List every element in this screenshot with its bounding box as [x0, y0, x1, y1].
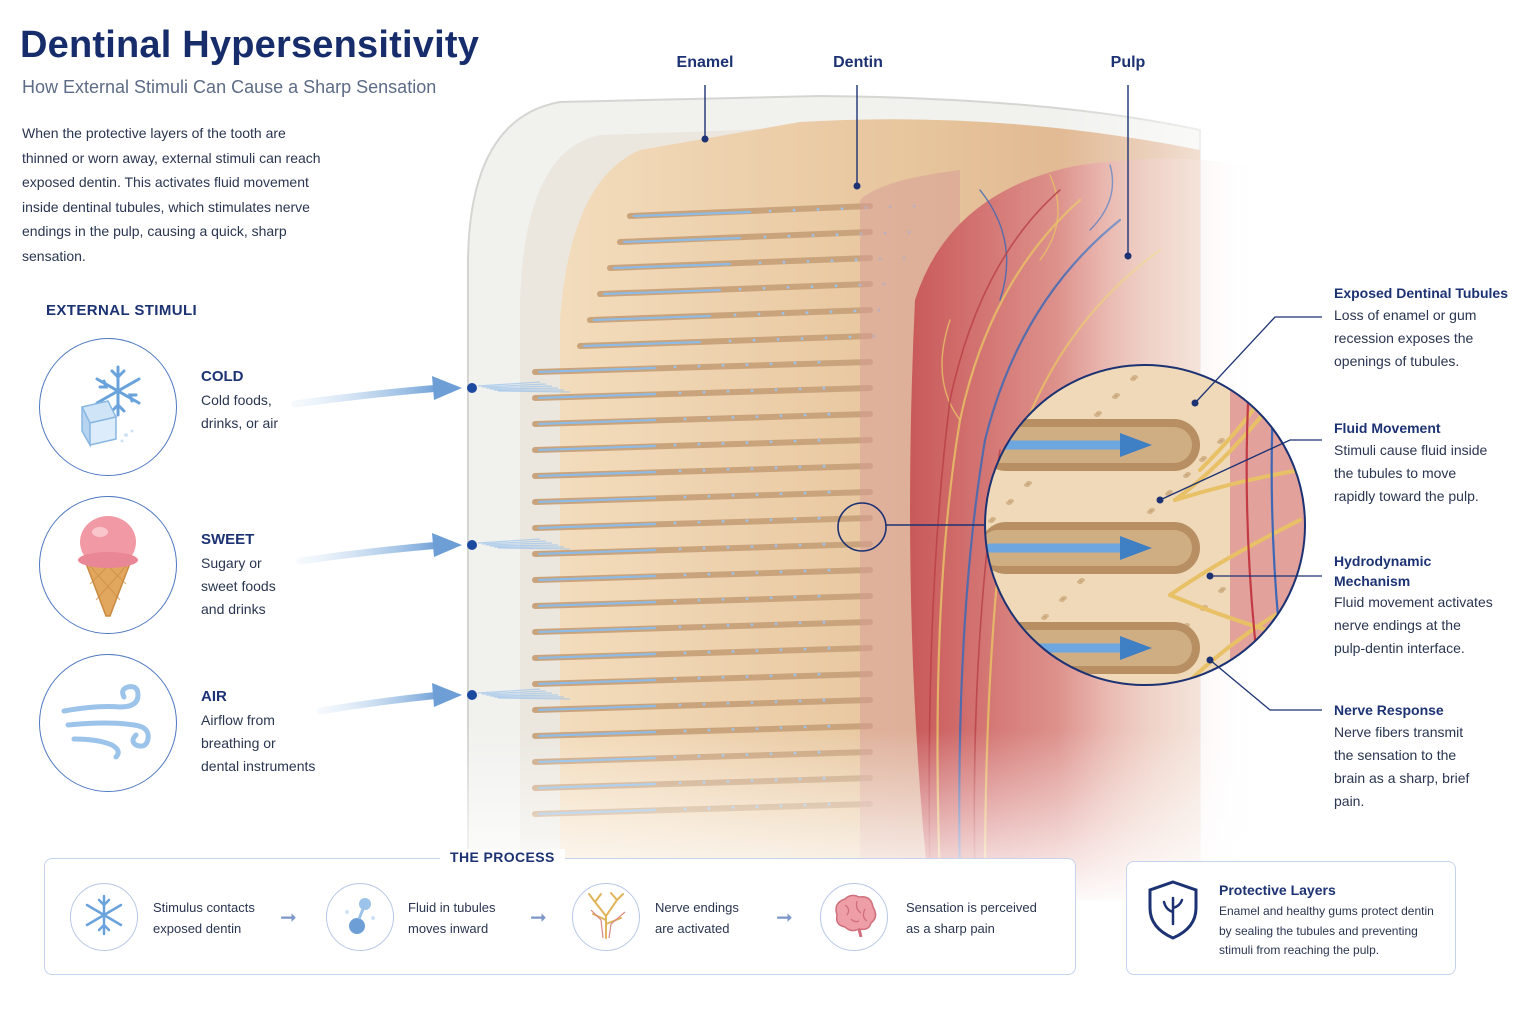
snowflake-icon	[81, 892, 127, 943]
process-step-3-circle	[572, 883, 640, 951]
brain-icon	[829, 893, 879, 942]
nerve-branches-icon	[581, 890, 631, 945]
intro-paragraph: When the protective layers of the tooth …	[22, 125, 321, 264]
process-panel	[44, 858, 1076, 975]
snowflake-ice-icon	[60, 357, 156, 458]
callout-nerve-response: Nerve Response Nerve fibers transmit the…	[1334, 702, 1470, 809]
process-heading: THE PROCESS	[440, 849, 565, 865]
stimulus-desc-cold: Cold foods, drinks, or air	[201, 392, 279, 431]
ice-cream-icon	[68, 508, 148, 623]
stimulus-title-air: AIR	[201, 688, 227, 705]
label-pulp: Pulp	[1110, 54, 1146, 71]
wind-icon	[58, 681, 158, 766]
callout-hydrodynamic-mechanism: Hydrodynamic Mechanism Fluid movement ac…	[1334, 553, 1493, 656]
page-title: Dentinal Hypersensitivity	[20, 24, 480, 66]
arrow-right-icon: ➞	[530, 907, 547, 929]
callout-exposed-tubules: Exposed Dentinal Tubules Loss of enamel …	[1334, 285, 1508, 369]
stimulus-title-cold: COLD	[201, 368, 244, 385]
callout-fluid-movement: Fluid Movement Stimuli cause fluid insid…	[1334, 420, 1488, 504]
page-subtitle: How External Stimuli Can Cause a Sharp S…	[22, 77, 437, 97]
sweet-stimulus-circle	[39, 496, 177, 634]
fluid-droplets-icon	[337, 892, 383, 943]
stimulus-desc-sweet: Sugary or sweet foods and drinks	[201, 555, 276, 617]
label-enamel: Enamel	[676, 54, 734, 71]
shield-icon	[1142, 878, 1204, 947]
label-dentin: Dentin	[833, 54, 883, 71]
cold-stimulus-circle	[39, 338, 177, 476]
arrow-right-icon: ➞	[280, 907, 297, 929]
stimulus-title-sweet: SWEET	[201, 531, 255, 548]
process-step-4-circle	[820, 883, 888, 951]
process-step-2-circle	[326, 883, 394, 951]
arrow-right-icon: ➞	[776, 907, 793, 929]
protective-layers-title: Protective Layers	[1219, 882, 1336, 898]
stimulus-desc-air: Airflow from breathing or dental instrum…	[201, 712, 316, 774]
process-step-1-circle	[70, 883, 138, 951]
external-stimuli-heading: EXTERNAL STIMULI	[46, 302, 198, 319]
protective-layers-text: Enamel and healthy gums protect dentin b…	[1219, 904, 1434, 957]
air-stimulus-circle	[39, 654, 177, 792]
